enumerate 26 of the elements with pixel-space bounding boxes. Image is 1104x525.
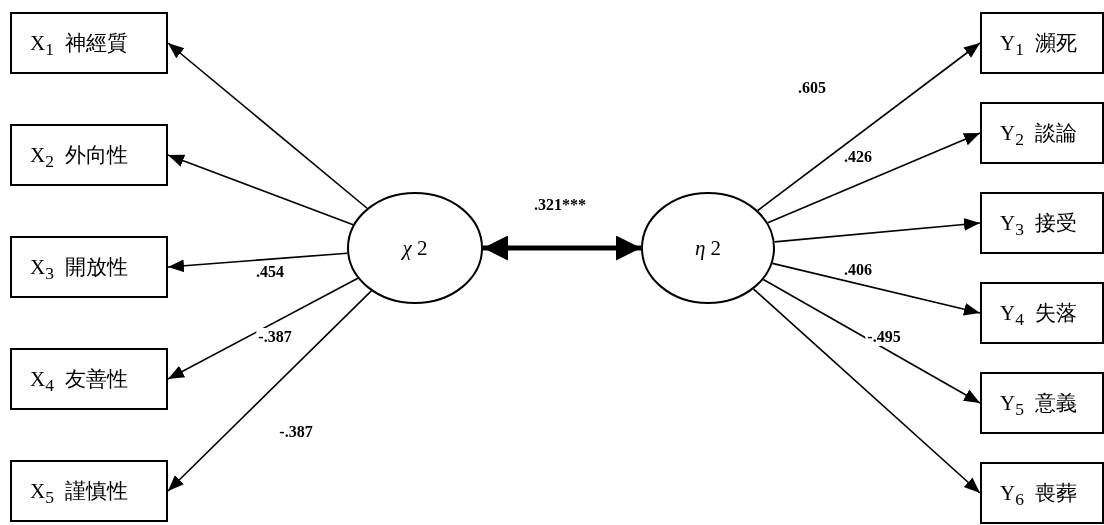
arrow [771, 262, 981, 316]
arrow [756, 42, 981, 212]
observed-variable-box: X$_{3}$ 開放性 [10, 236, 168, 298]
observed-variable-box: Y$_{5}$ 意義 [980, 372, 1104, 434]
latent-variable-ellipse: η 2 [641, 192, 775, 304]
observed-variable-box: Y$_{2}$ 談論 [980, 102, 1104, 164]
edge-label: -.495 [865, 328, 903, 346]
arrow [767, 132, 981, 224]
observed-variable-box: Y$_{3}$ 接受 [980, 192, 1104, 254]
observed-variable-box: X$_{5}$ 謹慎性 [10, 460, 168, 522]
arrow [762, 278, 981, 404]
arrow [167, 154, 354, 226]
observed-variable-box: X$_{2}$ 外向性 [10, 124, 168, 186]
observed-variable-box: X$_{4}$ 友善性 [10, 348, 168, 410]
observed-variable-box: Y$_{1}$ 瀕死 [980, 12, 1104, 74]
arrow [167, 290, 373, 492]
observed-variable-box: Y$_{4}$ 失落 [980, 282, 1104, 344]
arrow [167, 277, 359, 380]
arrow [167, 42, 368, 210]
double-headed-arrow [483, 235, 641, 261]
arrow [752, 288, 981, 494]
observed-variable-box: X$_{1}$ 神經質 [10, 12, 168, 74]
latent-variable-ellipse: χ 2 [347, 192, 483, 304]
arrow [773, 218, 981, 243]
arrow [167, 252, 349, 273]
observed-variable-box: Y$_{6}$ 喪葬 [980, 462, 1104, 524]
